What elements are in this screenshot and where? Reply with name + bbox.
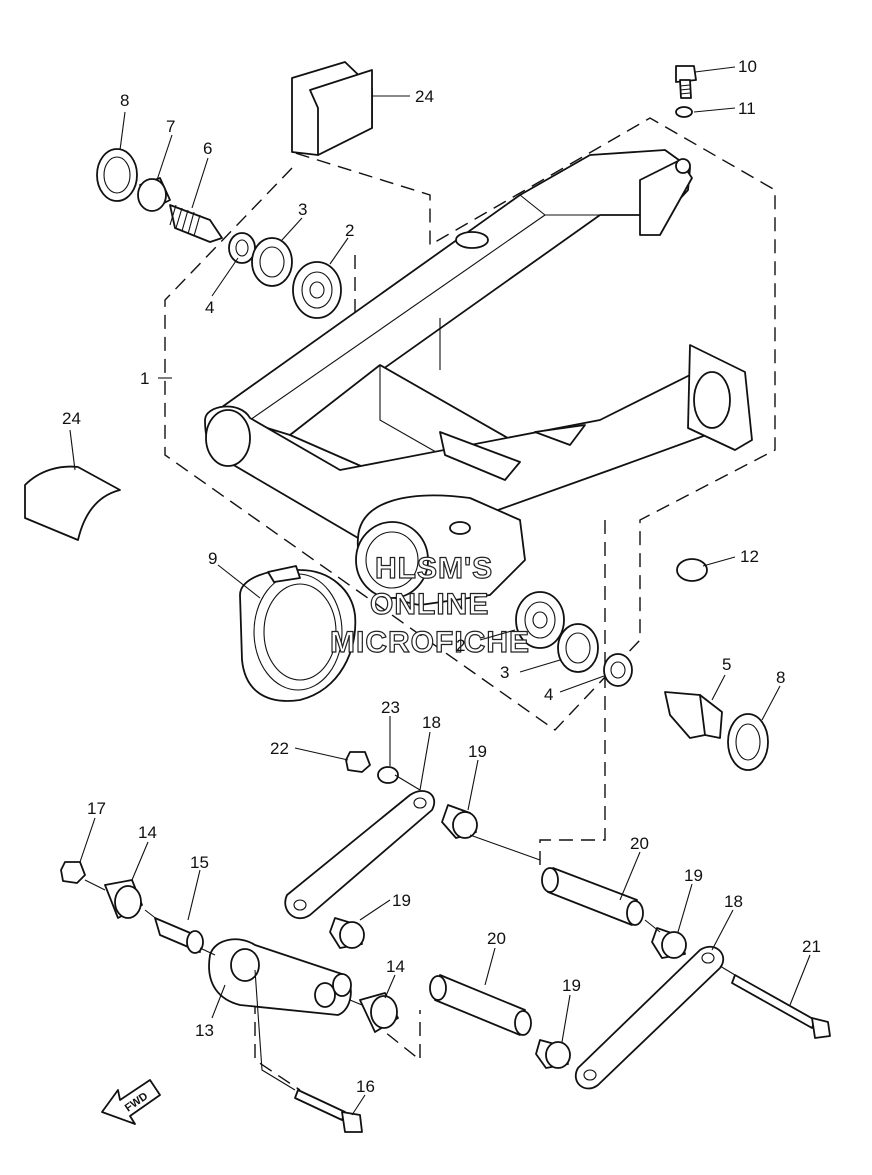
bearing-2-top <box>292 261 342 319</box>
callout-2-right: 2 <box>456 636 465 655</box>
callout-7: 7 <box>166 117 175 136</box>
leader-lines-linkage <box>84 774 736 1091</box>
relay-arm-13 <box>208 938 352 1016</box>
forward-direction-arrow: FWD <box>101 1079 161 1125</box>
bushing-14-right <box>359 992 399 1033</box>
callout-17: 17 <box>87 799 106 818</box>
callout-1: 1 <box>140 369 149 388</box>
callout-3-right: 3 <box>500 663 509 682</box>
bolt-16 <box>294 1089 363 1133</box>
seal-8-left <box>96 148 138 202</box>
pivot-shaft-5 <box>664 691 723 739</box>
callout-8-right: 8 <box>776 668 785 687</box>
collar-19-c <box>651 927 687 959</box>
callout-3-top: 3 <box>298 200 307 219</box>
callout-6: 6 <box>203 139 212 158</box>
swingarm <box>204 149 753 606</box>
callout-labels: 1 2 2 3 3 4 4 5 6 7 8 8 9 10 11 12 13 14… <box>62 57 821 1096</box>
shaft-6 <box>169 204 223 243</box>
callout-18-upper: 18 <box>422 713 441 732</box>
seal-3-top <box>251 237 293 287</box>
callout-23: 23 <box>381 698 400 717</box>
collar-15 <box>154 917 204 954</box>
spacer-20-lower <box>429 974 532 1036</box>
callout-24-top: 24 <box>415 87 434 106</box>
collar-19-a <box>441 804 478 839</box>
seal-3-right <box>557 623 599 673</box>
callout-4-top: 4 <box>205 298 214 317</box>
callout-2-top: 2 <box>345 221 354 240</box>
label-sticker-24-top <box>291 61 373 156</box>
callout-5: 5 <box>722 655 731 674</box>
nut-22 <box>345 751 371 773</box>
callout-20-lower: 20 <box>487 929 506 948</box>
collar-4-top <box>228 232 256 264</box>
callout-20-upper: 20 <box>630 834 649 853</box>
washer-23 <box>377 766 399 784</box>
chain-guard-9 <box>239 565 357 702</box>
nut-17 <box>60 861 86 884</box>
callout-18-lower: 18 <box>724 892 743 911</box>
callout-16: 16 <box>356 1077 375 1096</box>
collar-19-b <box>329 917 365 949</box>
callout-21: 21 <box>802 937 821 956</box>
collar-19-d <box>535 1039 571 1069</box>
bushing-14-left <box>104 879 143 919</box>
collar-4-right <box>603 653 633 687</box>
callout-19-d: 19 <box>562 976 581 995</box>
callout-19-b: 19 <box>392 891 411 910</box>
seal-8-right <box>727 713 769 771</box>
bolt-21 <box>731 974 831 1039</box>
watermark-line3: MICROFICHE <box>330 626 530 659</box>
callout-14-left: 14 <box>138 823 157 842</box>
spacer-20-upper <box>541 867 644 926</box>
connecting-rod-18-upper <box>284 790 435 920</box>
callout-9: 9 <box>208 549 217 568</box>
callout-13: 13 <box>195 1021 214 1040</box>
callout-12: 12 <box>740 547 759 566</box>
callout-15: 15 <box>190 853 209 872</box>
callout-4-right: 4 <box>544 685 553 704</box>
connecting-rod-18-lower <box>575 945 725 1090</box>
label-sticker-24-left <box>24 465 121 541</box>
watermark: HLSM'S ONLINE MICROFICHE <box>329 551 530 659</box>
callout-19-a: 19 <box>468 742 487 761</box>
watermark-line2: ONLINE <box>370 588 489 621</box>
callout-leaders <box>69 66 811 1116</box>
cap-12 <box>676 558 708 582</box>
callout-24-left: 24 <box>62 409 81 428</box>
callout-14-right: 14 <box>386 957 405 976</box>
washer-11 <box>675 106 693 118</box>
callout-22: 22 <box>270 739 289 758</box>
collar-7 <box>137 177 171 212</box>
bolt-10 <box>675 65 697 99</box>
callout-10: 10 <box>738 57 757 76</box>
callout-8-left: 8 <box>120 91 129 110</box>
watermark-line1: HLSM'S <box>375 552 493 585</box>
callout-11: 11 <box>738 99 756 118</box>
callout-19-c: 19 <box>684 866 703 885</box>
bearing-2-right <box>515 591 565 649</box>
